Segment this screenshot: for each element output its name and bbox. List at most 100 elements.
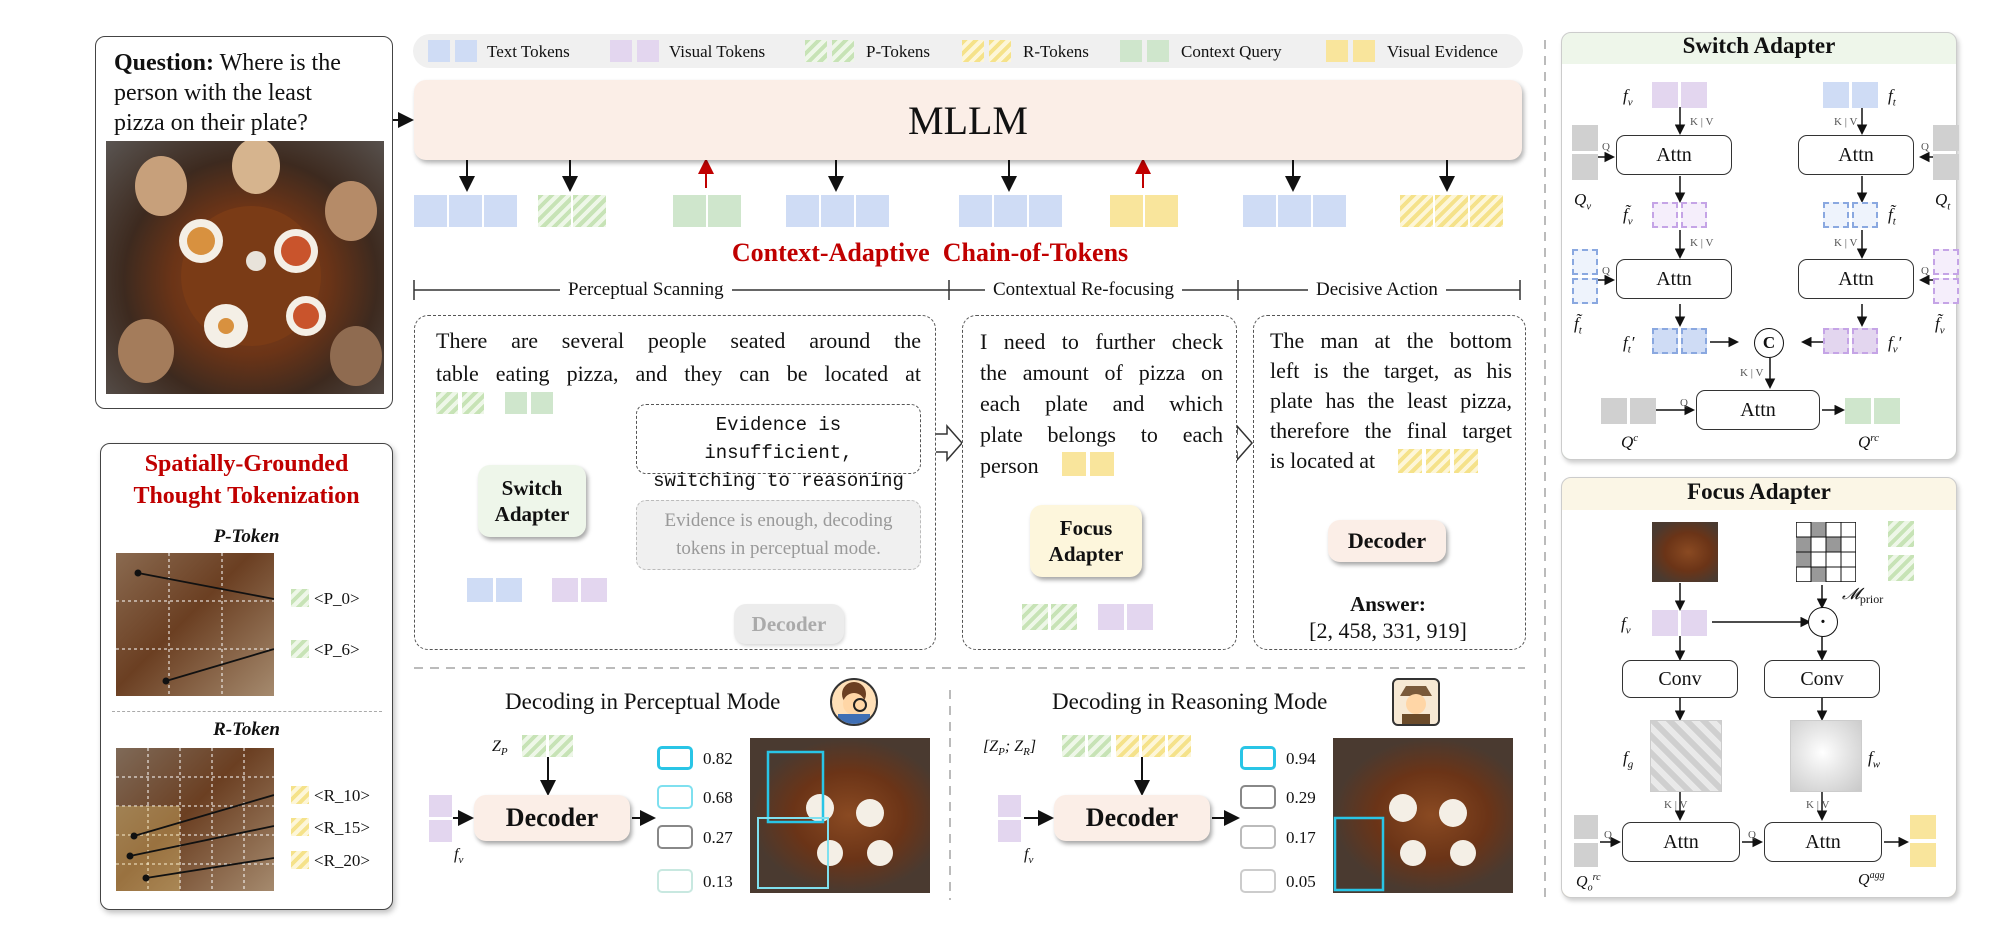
contextual-refocusing-panel xyxy=(962,315,1237,650)
perc-score-1: 0.68 xyxy=(703,788,733,807)
r-token-swatch xyxy=(291,851,309,869)
sw-ft-label: ft xyxy=(1888,86,1896,109)
out-ev-token xyxy=(1110,195,1143,227)
legend-swatch-ctx xyxy=(1120,40,1142,62)
perc-z-sub: P xyxy=(500,746,508,759)
sw-qv-token xyxy=(1572,154,1598,180)
legend-label-text: Text Tokens xyxy=(487,42,570,61)
sw-fv-label: fv xyxy=(1623,86,1633,109)
out-text-token xyxy=(1278,195,1311,227)
sw-fv-token xyxy=(1681,82,1707,108)
focus-kv-1: K | V xyxy=(1664,799,1688,811)
enough-line1: Evidence is enough, decoding xyxy=(664,510,893,531)
refocus-line4: plate belongs to each xyxy=(980,422,1223,447)
stage-perceptual: Perceptual Scanning xyxy=(560,279,732,301)
perc-fv: f xyxy=(454,846,459,863)
sw-k: K xyxy=(1690,116,1698,128)
focus-dot-product-icon: · xyxy=(1808,607,1838,637)
switch-adapter-module: Switch Adapter xyxy=(478,465,586,537)
decisive-r-token xyxy=(1426,449,1450,473)
p-token-heading: P-Token xyxy=(213,526,280,547)
sw-attn-label: Attn xyxy=(1656,143,1692,166)
legend-swatch-text xyxy=(455,40,477,62)
question-line2: person with the least xyxy=(114,80,312,106)
perc-score-0: 0.82 xyxy=(703,749,733,768)
concat-label: C xyxy=(1762,333,1776,352)
focus-fg-label: fg xyxy=(1623,748,1634,771)
focus-attn-2: Attn xyxy=(1764,822,1882,862)
question-text: Question: Where is the person with the l… xyxy=(114,48,384,138)
p-token-swatch xyxy=(291,640,309,658)
reas-decoder-label: Decoder xyxy=(1085,803,1179,832)
refocus-in-vis-token xyxy=(1098,604,1124,630)
scanning-line1: There are several people seated around t… xyxy=(436,328,921,353)
perceptual-mode-avatar-icon xyxy=(830,678,878,726)
out-text-token xyxy=(1029,195,1062,227)
p-token-image xyxy=(116,553,274,696)
decoder-faded: Decoder xyxy=(734,604,844,644)
sw-qv-label: Qv xyxy=(1574,190,1592,213)
refocus-in-vis-token xyxy=(1127,604,1153,630)
out-ctx-token xyxy=(708,195,741,227)
scan-in-text-token xyxy=(496,578,522,602)
legend-swatch-r xyxy=(962,40,984,62)
sw-fv-prime-label: fv′ xyxy=(1888,333,1902,356)
sw-ft-token xyxy=(1852,82,1878,108)
perc-fv-label: fv xyxy=(454,846,463,866)
perc-z-token xyxy=(549,735,573,757)
legend-label-r: R-Tokens xyxy=(1023,42,1089,61)
scan-p-token xyxy=(436,392,458,414)
sgtt-title: Spatially-Grounded Thought Tokenization xyxy=(100,448,393,512)
focus-qo-label: Qorc xyxy=(1576,872,1601,894)
r-token-label-1: <R_15> xyxy=(314,818,371,837)
sw-ft-tilde-token xyxy=(1823,202,1849,228)
mllm-label: MLLM xyxy=(908,97,1028,143)
decisive-line5: is located at xyxy=(1270,448,1376,473)
reas-z-r-token xyxy=(1142,735,1165,757)
decisive-decoder: Decoder xyxy=(1328,520,1446,562)
scanning-line2: table eating pizza, and they can be loca… xyxy=(436,361,921,386)
sw-attn-final: Attn xyxy=(1696,390,1820,430)
out-ev-token xyxy=(1145,195,1178,227)
sw-q-5: Q xyxy=(1680,397,1688,409)
reas-score-box-2 xyxy=(1240,825,1276,849)
refocus-text: I need to further check the amount of pi… xyxy=(980,326,1223,481)
focus-fg-map xyxy=(1650,720,1722,792)
perc-fv-token xyxy=(429,795,452,817)
perc-z-token xyxy=(522,735,546,757)
sw-attn-2: Attn xyxy=(1798,135,1914,175)
perc-fv-token xyxy=(429,820,452,842)
sw-q-2: Q xyxy=(1921,141,1929,153)
reas-z-p-token xyxy=(1088,735,1111,757)
switch-adapter-line1: Switch xyxy=(501,476,563,500)
focus-k: K xyxy=(1664,799,1672,811)
reas-score-3: 0.05 xyxy=(1286,872,1316,891)
sw-fv-prime-token xyxy=(1823,328,1849,354)
reas-fv-sub: v xyxy=(1028,854,1034,867)
focus-qo-token xyxy=(1574,843,1598,867)
sw-ft-tilde-token xyxy=(1852,202,1878,228)
sw-qrc-token xyxy=(1874,398,1900,424)
sw-q-3: Q xyxy=(1602,265,1610,277)
perc-result-image xyxy=(750,738,930,893)
focus-qagg-token xyxy=(1910,815,1936,839)
sw-fv-tilde-q-label: f̃v xyxy=(1935,314,1945,337)
p-token-swatch xyxy=(291,589,309,607)
sw-qt-label: Qt xyxy=(1935,190,1951,213)
r-token-label-0: <R_10> xyxy=(314,786,371,805)
sw-q-1: Q xyxy=(1602,141,1610,153)
sw-ft-tilde-q-token xyxy=(1572,278,1598,304)
switch-adapter-title: Switch Adapter xyxy=(1682,33,1836,58)
stage-contextual: Contextual Re-focusing xyxy=(985,279,1182,301)
legend-label-visual: Visual Tokens xyxy=(669,42,766,61)
legend-swatch-ev xyxy=(1353,40,1375,62)
r-token-swatch xyxy=(291,786,309,804)
sw-ft-prime-token xyxy=(1652,328,1678,354)
reasoning-mode-title: Decoding in Reasoning Mode xyxy=(1052,689,1328,714)
legend-swatch-r xyxy=(989,40,1011,62)
out-text-token xyxy=(994,195,1027,227)
reas-z-p-token xyxy=(1062,735,1085,757)
focus-qagg-label: Qagg xyxy=(1858,870,1885,889)
focus-q-1: Q xyxy=(1604,830,1612,841)
sw-fv-tilde-token xyxy=(1652,202,1678,228)
